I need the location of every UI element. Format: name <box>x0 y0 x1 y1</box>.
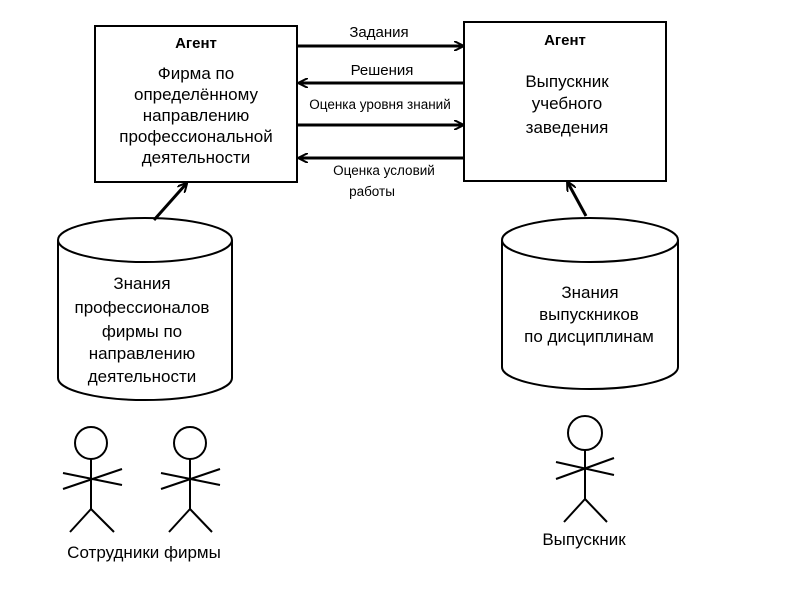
arrow-solutions-label: Решения <box>351 62 414 79</box>
graduate-leg-right <box>584 498 608 523</box>
graduate-db-line-3: по дисциплинам <box>524 327 654 346</box>
employee-1-head <box>74 426 108 460</box>
arrow-graduate-db-to-agent <box>568 183 588 217</box>
employee-1-leg-right <box>90 508 115 533</box>
graduate-figure <box>555 415 615 523</box>
firm-agent-title: Агент <box>175 35 217 52</box>
firm-db-body <box>57 240 233 401</box>
arrow-solutions: Решения <box>300 62 463 83</box>
graduate-agent-rect <box>463 21 667 182</box>
employee-2-leg-right <box>189 508 213 533</box>
employee-1-arm-right <box>62 468 123 490</box>
graduate-label: Выпускник <box>542 530 626 549</box>
arrow-tasks-label: Задания <box>349 24 408 41</box>
graduate-agent-line-2: учебного <box>532 94 602 113</box>
firm-agent-box: Агент Фирма по определённому направлению… <box>94 25 298 183</box>
graduate-agent-line-1: Выпускник <box>525 72 609 91</box>
graduate-db-line-1: Знания <box>561 283 618 302</box>
arrow-work-conditions-label-1: Оценка условий <box>333 163 435 178</box>
employees-label: Сотрудники фирмы <box>67 543 221 562</box>
arrow-work-conditions-label-2: работы <box>349 184 395 199</box>
graduate-db-top <box>501 217 679 263</box>
firm-db-line-2: профессионалов <box>75 298 210 317</box>
graduate-agent-box: Агент Выпускник учебного заведения <box>463 21 667 182</box>
graduate-db-line-2: выпускников <box>539 305 639 324</box>
arrow-knowledge-assessment: Оценка уровня знаний <box>298 97 462 125</box>
firm-db-line-5: деятельности <box>88 367 196 386</box>
firm-agent-line-2: определённому <box>134 85 258 104</box>
firm-agent-line-4: профессиональной <box>119 127 272 146</box>
employee-1-leg-left <box>69 508 92 533</box>
graduate-knowledge-database: Знания выпускников по дисциплинам <box>501 217 679 390</box>
graduate-agent-title: Агент <box>544 32 586 49</box>
firm-db-line-1: Знания <box>113 274 170 293</box>
firm-knowledge-database: Знания профессионалов фирмы по направлен… <box>57 217 233 401</box>
arrow-knowledge-assessment-label: Оценка уровня знаний <box>309 97 451 112</box>
employee-2-head <box>173 426 207 460</box>
firm-agent-rect <box>94 25 298 183</box>
firm-db-top <box>57 217 233 263</box>
firm-agent-line-5: деятельности <box>142 148 250 167</box>
graduate-agent-line-3: заведения <box>526 118 609 137</box>
employee-figure-2 <box>160 426 221 533</box>
firm-agent-line-1: Фирма по <box>158 64 234 83</box>
graduate-leg-left <box>563 498 586 523</box>
firm-agent-line-3: направлению <box>143 106 250 125</box>
graduate-arm-right <box>555 457 615 480</box>
employee-figure-1 <box>62 426 123 533</box>
arrow-tasks: Задания <box>298 24 462 46</box>
firm-db-line-4: направлению <box>89 344 196 363</box>
employee-2-leg-left <box>168 508 191 533</box>
arrow-work-conditions: Оценка условий работы <box>300 158 463 199</box>
firm-db-line-3: фирмы по <box>102 322 182 341</box>
employee-2-arm-right <box>160 468 221 490</box>
graduate-db-body <box>501 240 679 390</box>
graduate-head <box>567 415 603 451</box>
arrow-firm-db-to-agent <box>152 184 186 221</box>
